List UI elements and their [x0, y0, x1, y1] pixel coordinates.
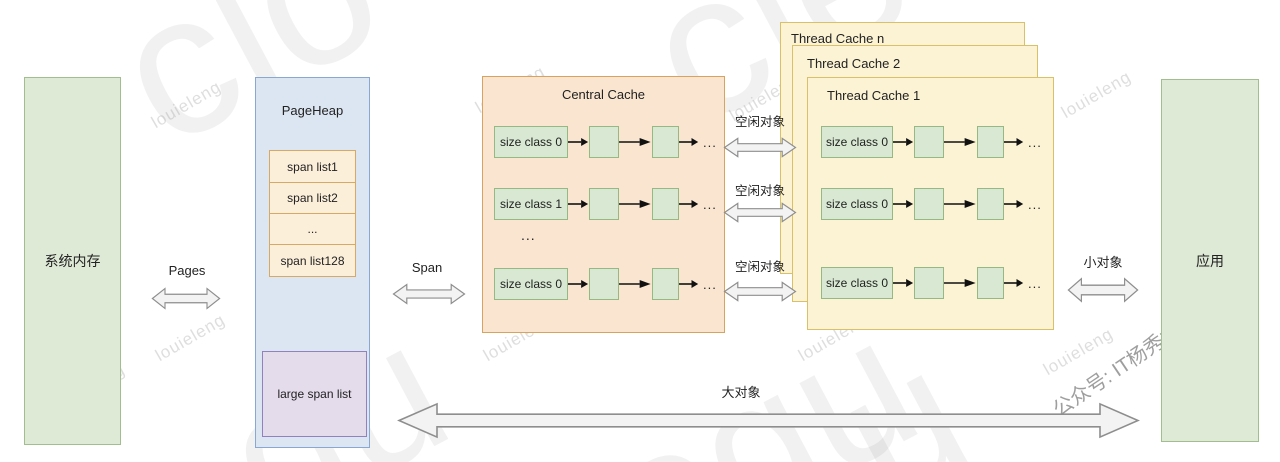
large-object-label: 大对象 — [721, 385, 761, 400]
large-span-list-label: large span list — [277, 387, 352, 401]
pages-double-arrow-icon — [151, 287, 221, 310]
thread-cache-n-title: Thread Cache n — [791, 31, 885, 46]
arrow-right-icon — [893, 200, 914, 208]
size-class-row: size class 0 ... — [494, 268, 717, 300]
central-cache-title: Central Cache — [561, 87, 646, 102]
free-object-cell — [914, 188, 944, 220]
thread-cache-1-title: Thread Cache 1 — [827, 88, 921, 103]
free-objects-label: 空闲对象 — [734, 115, 785, 129]
arrow-right-icon — [619, 138, 651, 146]
free-object-cell — [589, 188, 619, 220]
pageheap-box: PageHeap span list1 span list2 ... span … — [255, 77, 370, 448]
free-object-cell — [589, 268, 619, 300]
arrow-right-icon — [568, 280, 589, 288]
watermark-tile: louieleng — [1058, 67, 1135, 123]
free-object-cell — [914, 126, 944, 158]
thread-cache-1-box: Thread Cache 1 size class 0 ... size cla… — [807, 77, 1054, 330]
arrow-right-icon — [944, 138, 976, 146]
watermark-tile: louieleng — [152, 310, 229, 366]
span-label: Span — [411, 260, 443, 275]
free-objects-double-arrow-icon — [723, 281, 797, 302]
size-class-label: size class 0 — [821, 126, 893, 158]
arrow-right-icon — [893, 279, 914, 287]
span-list-ellipsis: ... — [269, 213, 356, 245]
small-object-double-arrow-icon — [1067, 277, 1139, 303]
watermark-big-fragment: u — [806, 306, 1000, 462]
free-object-cell — [977, 126, 1004, 158]
row-ellipsis: ... — [703, 276, 717, 292]
size-class-label: size class 0 — [494, 268, 568, 300]
row-ellipsis: ... — [1028, 134, 1042, 150]
span-list-item: span list128 — [269, 244, 356, 277]
span-list-item: span list2 — [269, 182, 356, 214]
free-object-cell — [914, 267, 944, 299]
size-class-label: size class 1 — [494, 188, 568, 220]
large-object-double-arrow-icon — [397, 402, 1140, 439]
arrow-right-icon — [944, 200, 976, 208]
size-class-label: size class 0 — [821, 267, 893, 299]
arrow-right-icon — [568, 138, 589, 146]
span-list-stack: span list1 span list2 ... span list128 — [269, 150, 356, 277]
central-cache-box: Central Cache size class 0 ... size clas… — [482, 76, 725, 333]
row-ellipsis: ... — [703, 196, 717, 212]
application-box: 应用 — [1161, 79, 1259, 442]
watermark-tile: louieleng — [148, 77, 225, 133]
arrow-right-icon — [679, 138, 699, 146]
size-class-label: size class 0 — [494, 126, 568, 158]
arrow-right-icon — [1004, 200, 1024, 208]
free-object-cell — [652, 126, 679, 158]
thread-cache-2-title: Thread Cache 2 — [807, 56, 901, 71]
size-class-row: size class 1 ... — [494, 188, 717, 220]
free-object-cell — [652, 268, 679, 300]
free-object-cell — [652, 188, 679, 220]
arrow-right-icon — [1004, 279, 1024, 287]
size-class-row: size class 0 ... — [821, 126, 1042, 158]
size-class-row: size class 0 ... — [821, 188, 1042, 220]
free-objects-label: 空闲对象 — [734, 260, 785, 274]
small-object-label: 小对象 — [1083, 255, 1123, 270]
row-ellipsis: ... — [1028, 196, 1042, 212]
free-objects-double-arrow-icon — [723, 202, 797, 223]
watermark-tile: louieleng — [1040, 324, 1117, 380]
application-label: 应用 — [1196, 252, 1224, 269]
arrow-right-icon — [1004, 138, 1024, 146]
span-double-arrow-icon — [392, 283, 466, 305]
system-memory-label: 系统内存 — [44, 253, 101, 269]
row-ellipsis: ... — [703, 134, 717, 150]
free-object-cell — [977, 188, 1004, 220]
large-span-list-box: large span list — [262, 351, 367, 437]
pageheap-title: PageHeap — [281, 103, 344, 118]
arrow-right-icon — [568, 200, 589, 208]
arrow-right-icon — [944, 279, 976, 287]
free-object-cell — [977, 267, 1004, 299]
arrow-right-icon — [679, 280, 699, 288]
arrow-right-icon — [619, 200, 651, 208]
arrow-right-icon — [619, 280, 651, 288]
system-memory-box: 系统内存 — [24, 77, 121, 445]
free-objects-double-arrow-icon — [723, 137, 797, 158]
span-list-item: span list1 — [269, 150, 356, 183]
row-ellipsis: ... — [1028, 275, 1042, 291]
free-object-cell — [589, 126, 619, 158]
pages-label: Pages — [168, 263, 206, 278]
size-class-row: size class 0 ... — [821, 267, 1042, 299]
rows-ellipsis: ... — [521, 227, 536, 243]
free-objects-label: 空闲对象 — [734, 184, 785, 198]
size-class-row: size class 0 ... — [494, 126, 717, 158]
size-class-label: size class 0 — [821, 188, 893, 220]
arrow-right-icon — [893, 138, 914, 146]
arrow-right-icon — [679, 200, 699, 208]
